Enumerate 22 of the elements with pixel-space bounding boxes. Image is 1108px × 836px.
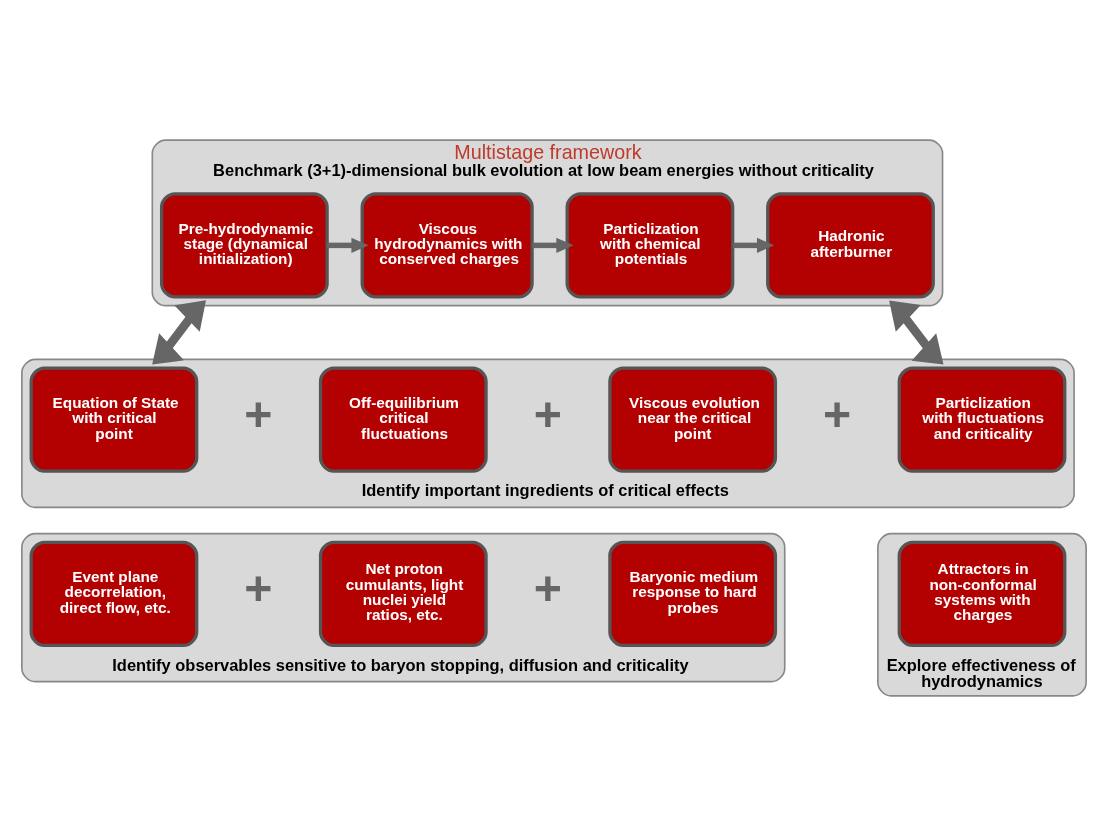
arrow <box>732 237 775 253</box>
node-box: Net proton cumulants, light nuclei yield ratios, etc. <box>318 540 488 648</box>
arrow <box>532 237 574 253</box>
label: + <box>533 561 562 616</box>
node-box: Event plane decorrelation, direct flow, etc. <box>29 540 199 648</box>
label: + <box>244 386 273 441</box>
arrow <box>327 237 369 253</box>
node-box: Viscous evolution near the critical point <box>608 366 778 473</box>
node-box: Equation of State with critical point <box>29 366 199 473</box>
node-box: Attractors in non-conformal systems with charges <box>897 540 1067 648</box>
node-box: Off-equilibrium critical fluctuations <box>318 366 488 473</box>
node-box: Particlization with chemical potentials <box>565 192 735 299</box>
node-box: Viscous hydrodynamics with conserved charges <box>360 192 534 299</box>
node-box: Pre-hydrodynamic stage (dynamical initialization) <box>159 192 329 299</box>
node-box: Hadronic afterburner <box>766 192 935 299</box>
node-box: Particlization with fluctuations and criticality <box>897 366 1067 473</box>
label: + <box>533 386 562 441</box>
label: + <box>244 561 273 616</box>
node-box: Baryonic medium response to hard probes <box>608 540 778 648</box>
label: + <box>823 386 852 441</box>
arrow <box>889 300 944 365</box>
arrow <box>152 300 206 365</box>
